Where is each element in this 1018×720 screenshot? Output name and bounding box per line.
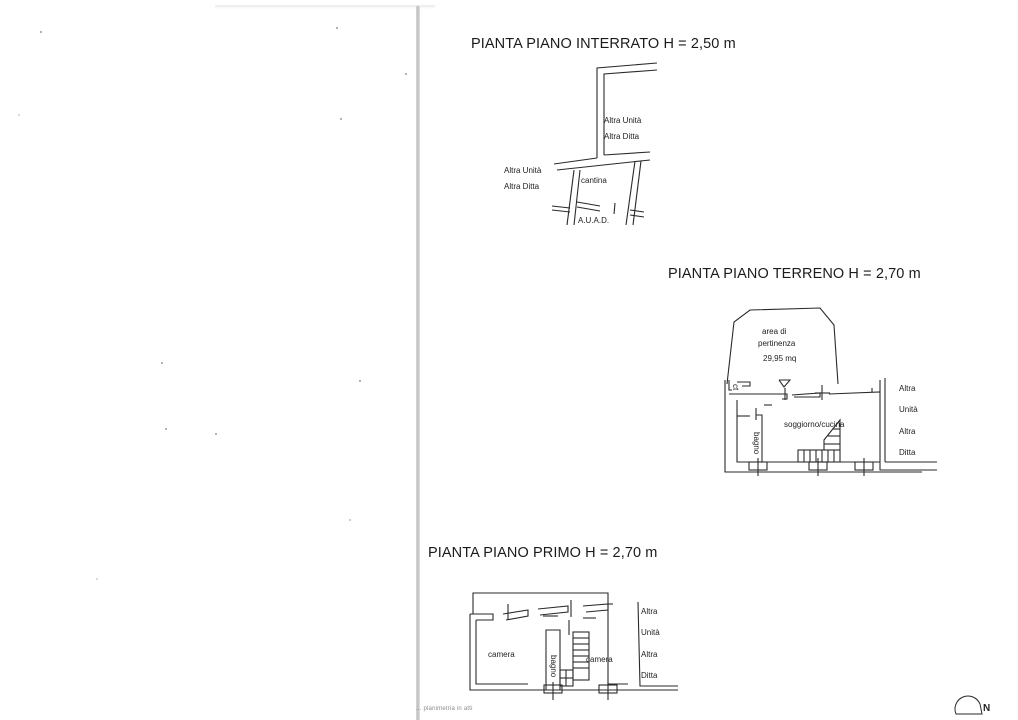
label-neighbor: Unità xyxy=(899,405,918,414)
left-blank-page xyxy=(0,0,435,720)
label-area-size: 29,95 mq xyxy=(763,354,797,363)
room-label-cantina: cantina xyxy=(581,176,607,185)
label-area-pertinenza: area di xyxy=(762,327,787,336)
plan-title-interrato: PIANTA PIANO INTERRATO H = 2,50 m xyxy=(471,36,736,52)
label-neighbor-owner: Altra Ditta xyxy=(504,182,540,191)
label-neighbor: Unità xyxy=(641,628,660,637)
scan-speck xyxy=(340,118,342,120)
scan-speck xyxy=(40,31,42,33)
label-neighbor: Altra xyxy=(899,427,916,436)
label-neighbor: Altra xyxy=(641,607,658,616)
label-neighbor-unit: Altra Unità xyxy=(604,116,642,125)
room-label-soggiorno-cucina: soggiorno/cucina xyxy=(784,420,845,429)
floorplan-terreno xyxy=(724,307,937,476)
scan-speck xyxy=(336,27,338,29)
scan-speck xyxy=(96,578,98,580)
label-neighbor: Altra xyxy=(899,384,916,393)
scan-speck xyxy=(165,428,167,430)
north-arrow-icon xyxy=(954,695,983,715)
plan-title-terreno: PIANTA PIANO TERRENO H = 2,70 m xyxy=(668,266,921,282)
scan-speck xyxy=(349,519,351,521)
floorplan-primo xyxy=(469,592,678,700)
label-auad: A.U.A.D. xyxy=(578,216,610,225)
label-neighbor: Ditta xyxy=(899,448,916,457)
room-label-bagno: bagno xyxy=(752,432,761,455)
room-label-bagno: bagno xyxy=(549,655,558,678)
plan-title-primo: PIANTA PIANO PRIMO H = 2,70 m xyxy=(428,545,658,561)
floorplan-interrato xyxy=(551,62,658,226)
scan-speck xyxy=(161,362,163,364)
scan-speck xyxy=(359,380,361,382)
page-edge-shadow xyxy=(215,5,435,9)
label-neighbor: Altra xyxy=(641,650,658,659)
label-area-pertinenza: pertinenza xyxy=(758,339,796,348)
label-neighbor: Ditta xyxy=(641,671,658,680)
scan-speck xyxy=(215,433,217,435)
footer-note: ... planimetria in atti xyxy=(416,706,473,712)
label-ct: ct xyxy=(731,384,740,391)
scan-speck xyxy=(18,114,20,116)
page-fold-divider xyxy=(416,6,420,720)
room-label-camera: camera xyxy=(488,650,515,659)
label-neighbor-unit: Altra Unità xyxy=(504,166,542,175)
room-label-camera: camera xyxy=(586,655,613,664)
scan-speck xyxy=(405,73,407,75)
compass-north-label: N xyxy=(983,703,991,714)
label-neighbor-owner: Altra Ditta xyxy=(604,132,640,141)
